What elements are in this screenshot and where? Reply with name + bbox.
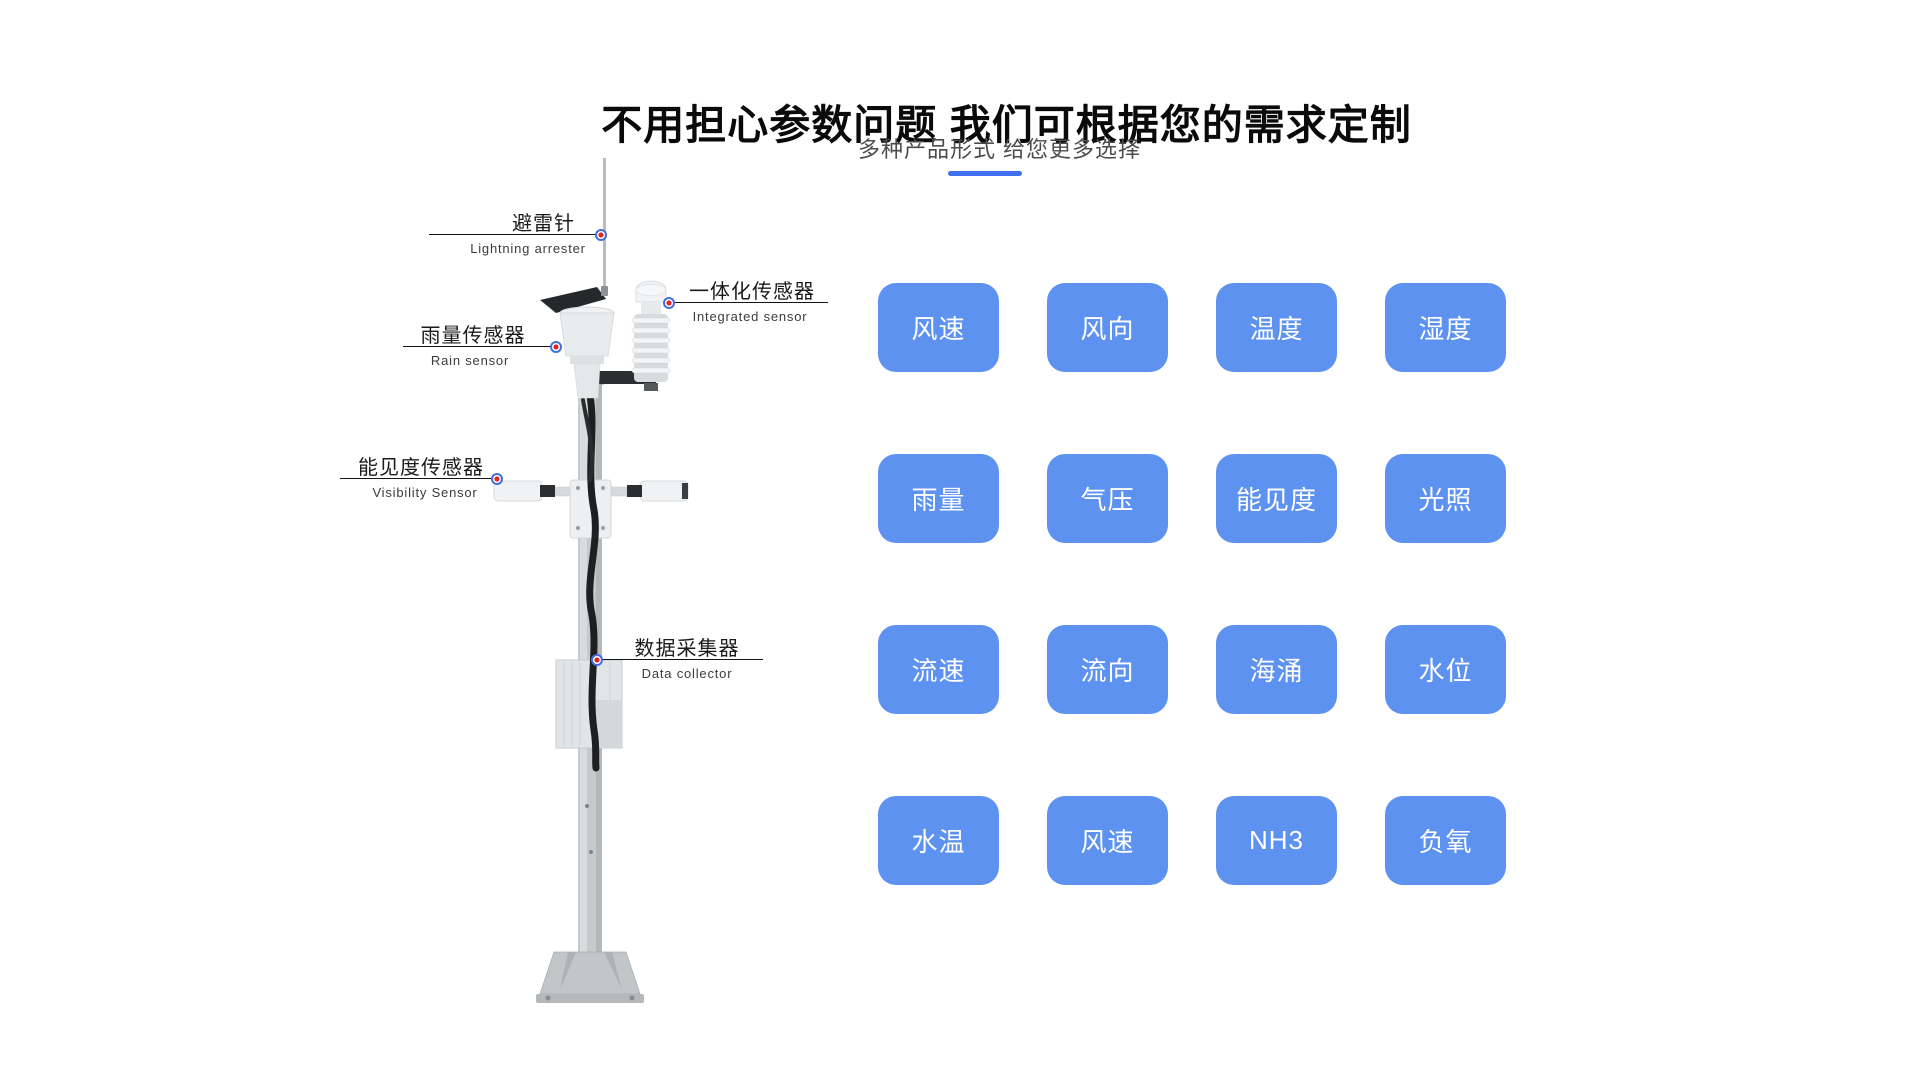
param-button[interactable]: 光照 — [1385, 454, 1506, 543]
param-button[interactable]: 温度 — [1216, 283, 1337, 372]
callout-marker-icon — [550, 341, 562, 353]
callout-line — [429, 234, 601, 235]
callout-marker-icon — [591, 654, 603, 666]
param-button[interactable]: 水温 — [878, 796, 999, 885]
param-button[interactable]: 负氧 — [1385, 796, 1506, 885]
callout-sublabel-data-collector: Data collector — [641, 666, 733, 681]
param-button[interactable]: 能见度 — [1216, 454, 1337, 543]
param-button[interactable]: 气压 — [1047, 454, 1168, 543]
param-button[interactable]: 湿度 — [1385, 283, 1506, 372]
lightning-rod-graphic — [601, 158, 608, 296]
callout-marker-icon — [491, 473, 503, 485]
callout-label-data-collector: 数据采集器 — [634, 638, 740, 660]
param-button[interactable]: 风速 — [878, 283, 999, 372]
page-subtitle: 多种产品形式 给您更多选择 — [857, 137, 1142, 162]
param-button[interactable]: 风向 — [1047, 283, 1168, 372]
visibility-crossarm-graphic — [493, 479, 689, 539]
param-button[interactable]: NH3 — [1216, 796, 1337, 885]
callout-line — [340, 478, 497, 479]
callout-label-visibility-sensor: 能见度传感器 — [358, 457, 484, 479]
param-button[interactable]: 风速 — [1047, 796, 1168, 885]
callout-sublabel-visibility-sensor: Visibility Sensor — [372, 485, 478, 500]
callout-sublabel-integrated-sensor: Integrated sensor — [692, 309, 808, 324]
rain-gauge-graphic — [540, 287, 615, 399]
weather-station-illustration — [493, 158, 689, 1003]
callout-marker-icon — [595, 229, 607, 241]
callout-label-lightning-arrester: 避雷针 — [512, 213, 575, 235]
cable-graphic — [581, 392, 600, 772]
callout-marker-icon — [663, 297, 675, 309]
callout-line — [596, 659, 763, 660]
callout-line — [669, 302, 828, 303]
param-button[interactable]: 雨量 — [878, 454, 999, 543]
data-collector-graphic — [555, 659, 623, 749]
callout-sublabel-lightning-arrester: Lightning arrester — [470, 241, 586, 256]
pole-base-graphic — [536, 951, 644, 1003]
callout-line — [403, 346, 556, 347]
subtitle-underline — [948, 171, 1022, 176]
page-title: 不用担心参数问题 我们可根据您的需求定制 — [601, 102, 1412, 149]
param-button[interactable]: 流速 — [878, 625, 999, 714]
param-button[interactable]: 海涌 — [1216, 625, 1337, 714]
parameter-grid: 风速 风向 温度 湿度 雨量 气压 能见度 光照 流速 流向 海涌 水位 水温 … — [878, 283, 1506, 885]
param-button[interactable]: 流向 — [1047, 625, 1168, 714]
integrated-sensor-graphic — [631, 280, 671, 382]
callout-sublabel-rain-sensor: Rain sensor — [430, 353, 510, 368]
callout-label-integrated-sensor: 一体化传感器 — [689, 281, 815, 303]
param-button[interactable]: 水位 — [1385, 625, 1506, 714]
callout-label-rain-sensor: 雨量传感器 — [420, 325, 526, 347]
